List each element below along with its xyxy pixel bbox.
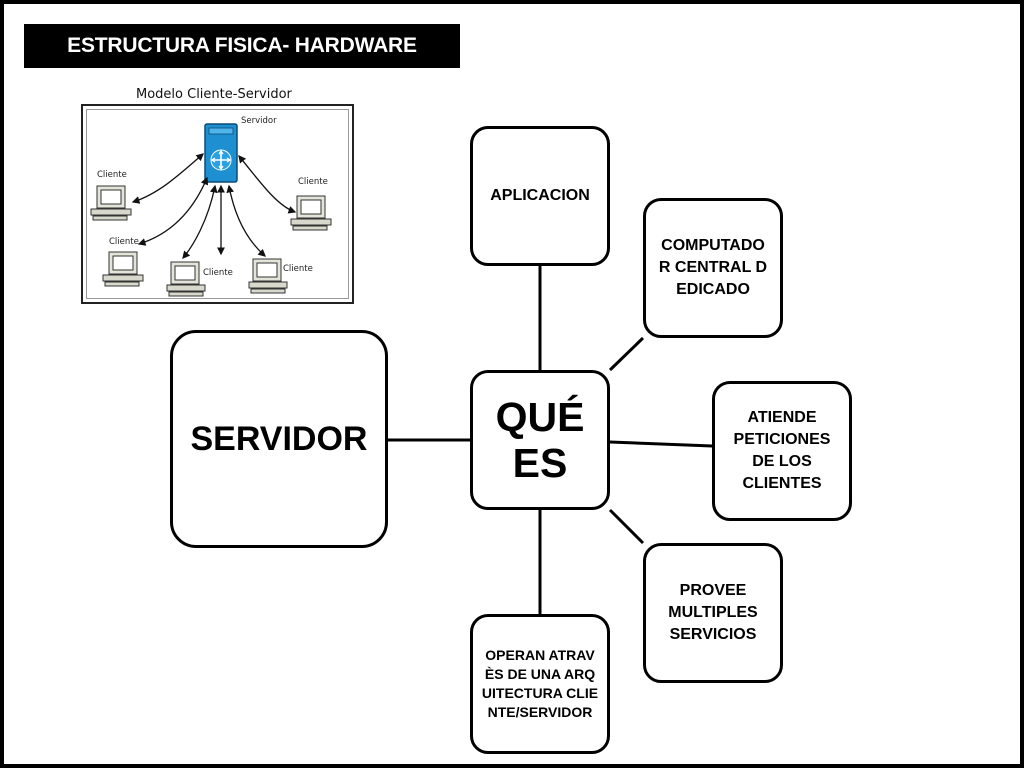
connector-computador	[608, 336, 645, 372]
slide: ESTRUCTURA FISICA- HARDWARE Modelo Clien…	[4, 4, 1020, 764]
node-operan-label: OPERAN ATRAVÈS DE UNA ARQUITECTURA CLIEN…	[481, 647, 599, 720]
node-aplicacion: APLICACION	[470, 126, 610, 266]
diagram-connectors	[388, 266, 713, 614]
server-label: Servidor	[241, 116, 277, 126]
connector-provee	[608, 508, 645, 545]
client-label: Cliente	[283, 264, 313, 274]
node-computador-label: COMPUTADOR CENTRAL DEDICADO	[658, 237, 768, 298]
node-que-es: QUÉ ES	[470, 370, 610, 510]
client-server-drawing	[90, 123, 332, 297]
node-provee-label: PROVEE MULTIPLES SERVICIOS	[668, 582, 758, 643]
thumbnail-caption: Modelo Cliente-Servidor	[136, 87, 292, 102]
illustration-frame	[86, 109, 349, 299]
client-computer-icons	[90, 185, 332, 297]
client-label: Cliente	[203, 268, 233, 278]
node-atiende: ATIENDE PETICIONES DE LOS CLIENTES	[712, 381, 852, 521]
client-server-illustration: Servidor Cliente Cliente Cliente Cliente…	[81, 104, 354, 304]
node-computador: COMPUTADOR CENTRAL DEDICADO	[643, 198, 783, 338]
server-icon	[204, 123, 238, 183]
node-provee: PROVEE MULTIPLES SERVICIOS	[643, 543, 783, 683]
node-servidor: SERVIDOR	[170, 330, 388, 548]
node-aplicacion-label: APLICACION	[490, 187, 590, 204]
connector-atiende	[609, 440, 713, 448]
client-label: Cliente	[97, 170, 127, 180]
node-que-es-label: QUÉ ES	[495, 394, 585, 486]
node-servidor-label: SERVIDOR	[190, 419, 368, 458]
client-label: Cliente	[109, 237, 139, 247]
node-atiende-label: ATIENDE PETICIONES DE LOS CLIENTES	[733, 409, 831, 492]
slide-title: ESTRUCTURA FISICA- HARDWARE	[24, 24, 460, 68]
node-operan: OPERAN ATRAVÈS DE UNA ARQUITECTURA CLIEN…	[470, 614, 610, 754]
client-label: Cliente	[298, 177, 328, 187]
